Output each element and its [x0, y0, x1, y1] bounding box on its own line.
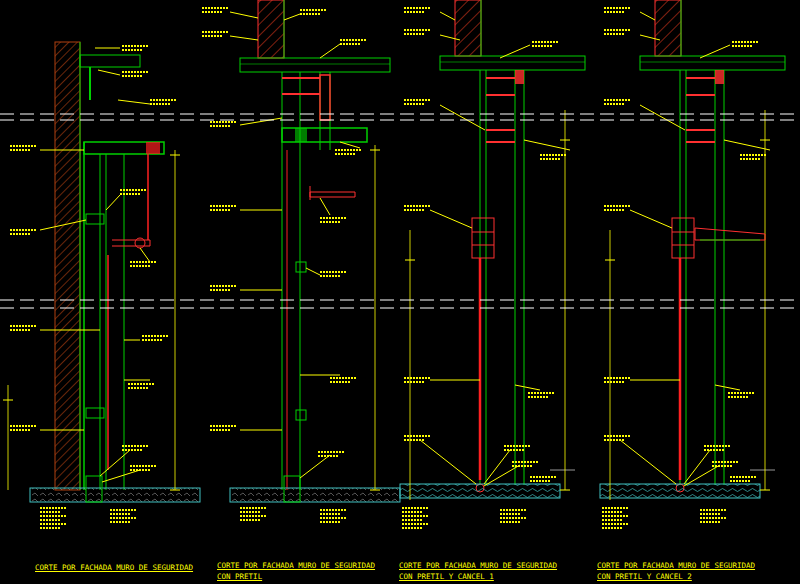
caption-text: CORTE POR FACHADA MURO DE SEGURIDAD: [34, 562, 194, 573]
caption-text: CORTE POR FACHADA MURO DE SEGURIDAD CON …: [596, 560, 766, 582]
caption-text: CORTE POR FACHADA MURO DE SEGURIDAD CON …: [398, 560, 568, 582]
caption-text: CORTE POR FACHADA MURO DE SEGURIDAD CON …: [216, 560, 386, 582]
